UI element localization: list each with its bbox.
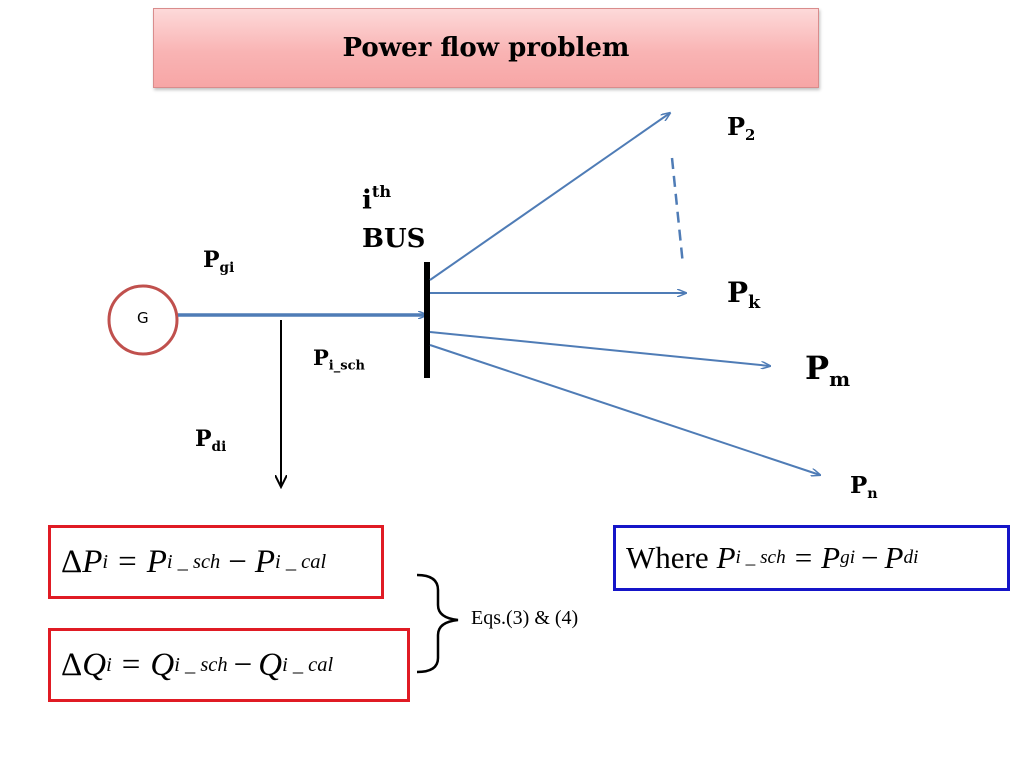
curly-brace xyxy=(416,573,459,674)
pk-label: Pk xyxy=(727,276,761,314)
dashed-continuation xyxy=(670,157,685,266)
flow-arrow-pm xyxy=(429,331,770,366)
page-title: Power flow problem xyxy=(342,33,630,63)
equations-reference-label: Eqs.(3) & (4) xyxy=(471,607,579,629)
flow-arrow-pn xyxy=(429,344,820,475)
flow-arrow-p2 xyxy=(429,113,670,281)
generator-label: G xyxy=(137,309,149,327)
pdi-label: Pdi xyxy=(195,426,227,455)
pgi-label: Pgi xyxy=(203,247,235,276)
pisch-label: Pi_sch xyxy=(313,345,365,374)
pn-label: Pn xyxy=(850,472,878,502)
generator-circle xyxy=(107,284,179,356)
title-banner: Power flow problem xyxy=(153,8,819,88)
bus-index-label: ith xyxy=(362,182,392,216)
bus-name-label: BUS xyxy=(362,224,426,254)
pm-label: Pm xyxy=(805,349,851,391)
p2-label: P2 xyxy=(727,112,756,145)
